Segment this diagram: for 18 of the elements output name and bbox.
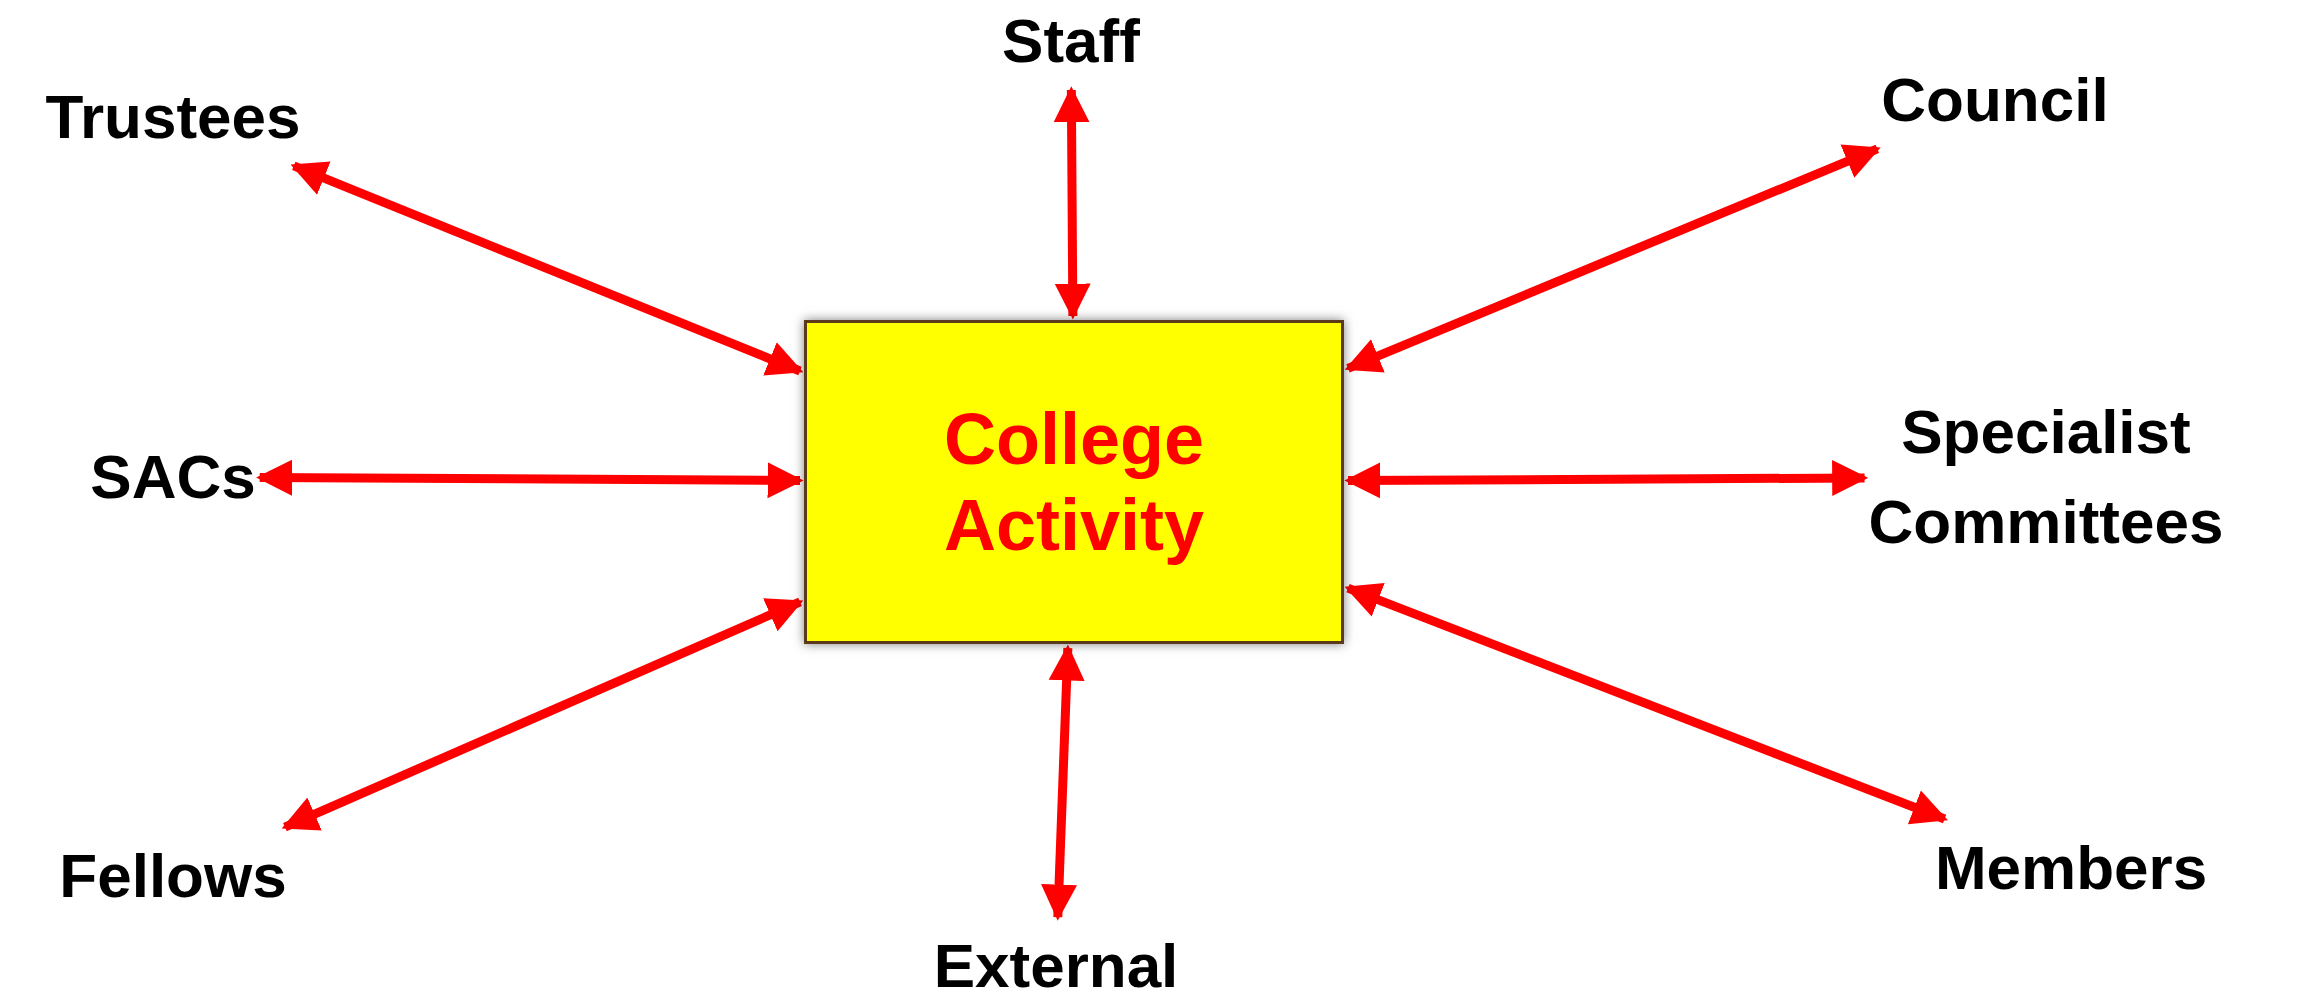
- stakeholder-label: Council: [1881, 64, 2109, 137]
- stakeholder-label: Staff: [1002, 5, 1140, 78]
- double-arrow: [290, 161, 804, 376]
- double-arrow: [256, 459, 804, 499]
- activity-box: [804, 320, 1344, 644]
- double-arrow: [1053, 86, 1091, 320]
- stakeholder-label: Specialist Committees: [1868, 396, 2224, 558]
- stakeholder-label: External: [933, 930, 1179, 1003]
- double-arrow: [1344, 460, 1869, 499]
- double-arrow: [1041, 644, 1085, 921]
- double-arrow: [1344, 144, 1881, 373]
- double-arrow: [281, 597, 804, 832]
- stakeholder-label: Members: [1934, 832, 2208, 905]
- box-title: College Activity: [942, 397, 1206, 567]
- double-arrow: [1344, 583, 1948, 825]
- stakeholder-label: SACs: [90, 441, 256, 514]
- stakeholder-label: Fellows: [59, 840, 287, 913]
- stakeholder-label: Trustees: [45, 81, 301, 154]
